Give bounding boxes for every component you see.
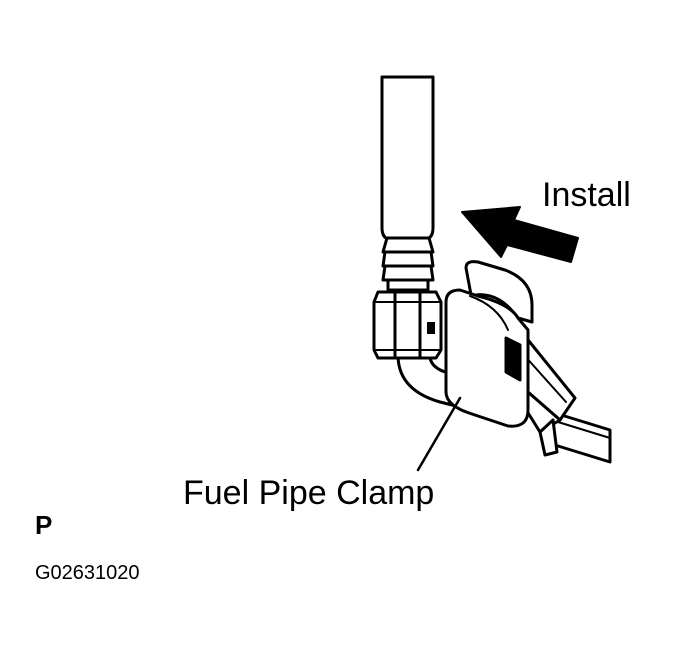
view-code-label: P — [35, 510, 53, 540]
fuel-pipe-clamp — [444, 260, 534, 428]
fuel-pipe-clamp-label: Fuel Pipe Clamp — [183, 474, 435, 512]
install-label: Install — [542, 176, 631, 214]
union-nut — [372, 290, 443, 360]
clamp-leader-line — [416, 396, 462, 472]
figure-id-label: G02631020 — [35, 562, 140, 584]
install-arrow-icon — [461, 206, 579, 263]
hose-fitting — [381, 236, 435, 292]
fuel-hose — [380, 75, 435, 242]
